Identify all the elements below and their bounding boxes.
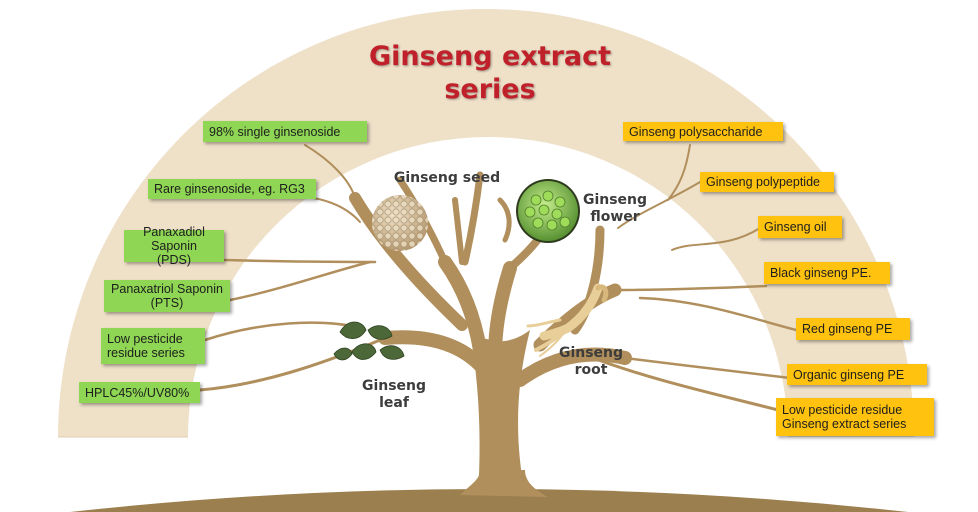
right-tag-polysaccharide: Ginseng polysaccharide (623, 122, 783, 141)
left-tag-single-ginsenoside: 98% single ginsenoside (203, 121, 367, 142)
label-ginseng-seed: Ginseng seed (393, 170, 501, 186)
flower-image (516, 179, 580, 243)
leaf-image (333, 321, 405, 361)
label-ginseng-flower: Ginseng flower (582, 192, 648, 225)
right-tag-oil: Ginseng oil (758, 216, 842, 238)
left-tag-pds: Panaxadiol Saponin (PDS) (124, 225, 224, 267)
right-tag-black-ginseng: Black ginseng PE. (764, 262, 890, 284)
left-tag-rare-ginsenoside: Rare ginsenoside, eg. RG3 (148, 179, 316, 199)
diagram-title: Ginseng extract series (340, 40, 640, 106)
ground (70, 489, 908, 512)
label-ginseng-root: Ginseng root (558, 345, 624, 378)
root-image (526, 283, 609, 357)
right-tag-red-ginseng: Red ginseng PE (796, 318, 910, 340)
left-tag-hplc: HPLC45%/UV80% (79, 382, 200, 403)
title-line-1: Ginseng extract (368, 41, 612, 72)
left-tag-pts: Panaxatriol Saponin (PTS) (104, 280, 230, 312)
tree-trunk (470, 330, 530, 495)
title-line-2: series (444, 74, 536, 105)
left-tag-low-pesticide: Low pesticide residue series (101, 328, 205, 364)
background-arch (58, 9, 914, 437)
right-tag-low-pesticide-extract: Low pesticide residue Ginseng extract se… (776, 398, 934, 436)
right-tag-organic-ginseng: Organic ginseng PE (787, 364, 927, 385)
right-tag-polypeptide: Ginseng polypeptide (700, 172, 834, 192)
label-ginseng-leaf: Ginseng leaf (361, 378, 427, 411)
seed-image (372, 195, 428, 251)
